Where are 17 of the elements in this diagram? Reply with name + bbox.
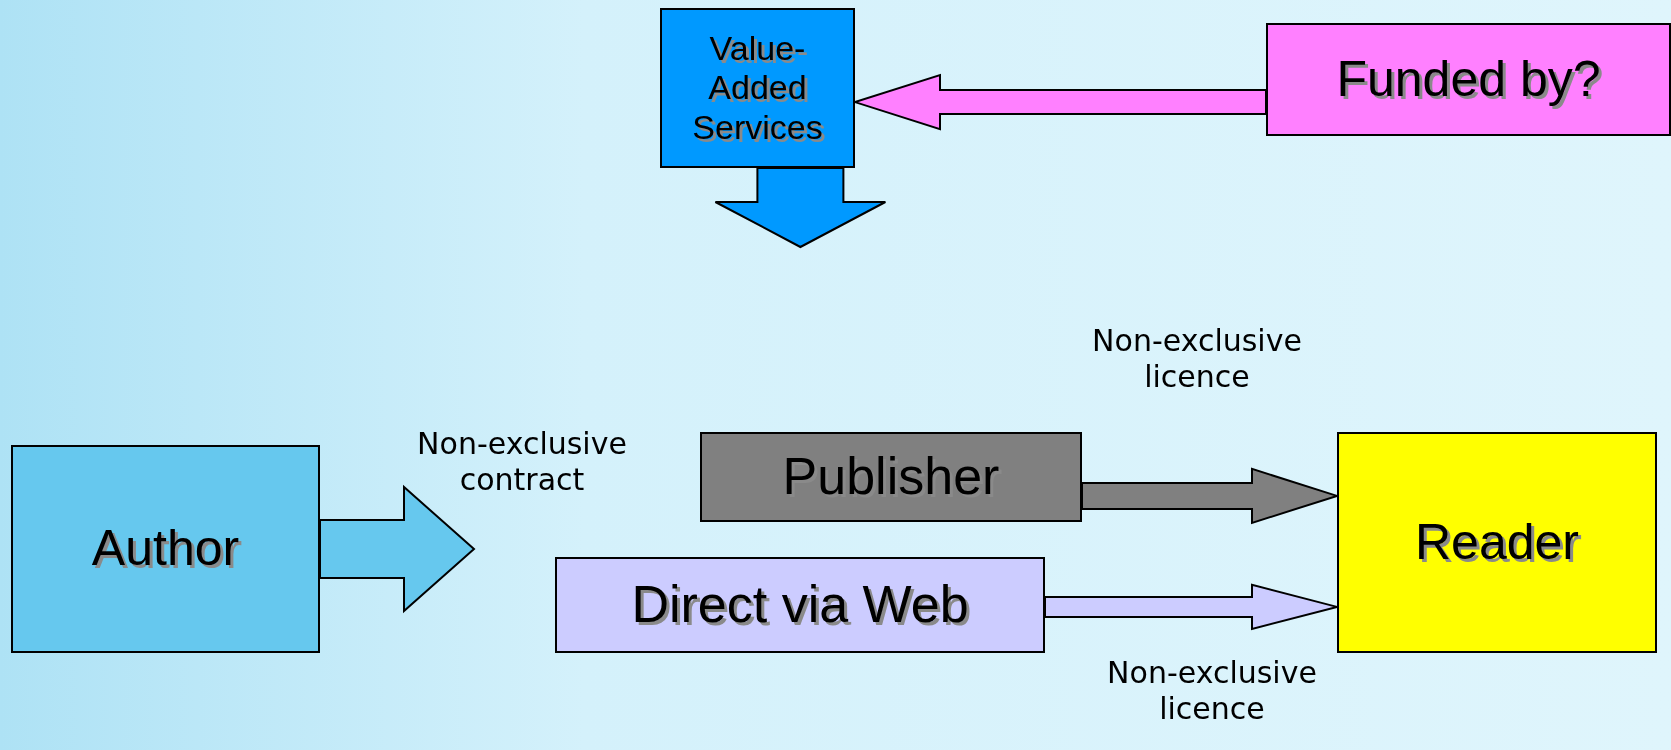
node-label: Reader: [1414, 513, 1580, 572]
edge-label: Non-exclusive licence: [1091, 323, 1303, 395]
text-box: [1337, 432, 1657, 653]
text-box: [660, 8, 855, 168]
node-label: Publisher: [781, 447, 1001, 507]
text-box: [1266, 23, 1671, 136]
block-arrow: [319, 484, 476, 614]
block-arrow: [714, 167, 887, 249]
text-box: [700, 432, 1082, 522]
edge-label: Non-exclusive contract: [416, 426, 628, 498]
text-box: [11, 445, 320, 653]
text-box: [555, 557, 1045, 653]
node-label: Funded by?: [1335, 50, 1602, 109]
node-label: Author: [90, 520, 241, 578]
node-label: Value-Added Services: [691, 29, 824, 147]
node-label: Direct via Web: [630, 575, 970, 635]
edge-label: Non-exclusive licence: [1106, 655, 1318, 727]
